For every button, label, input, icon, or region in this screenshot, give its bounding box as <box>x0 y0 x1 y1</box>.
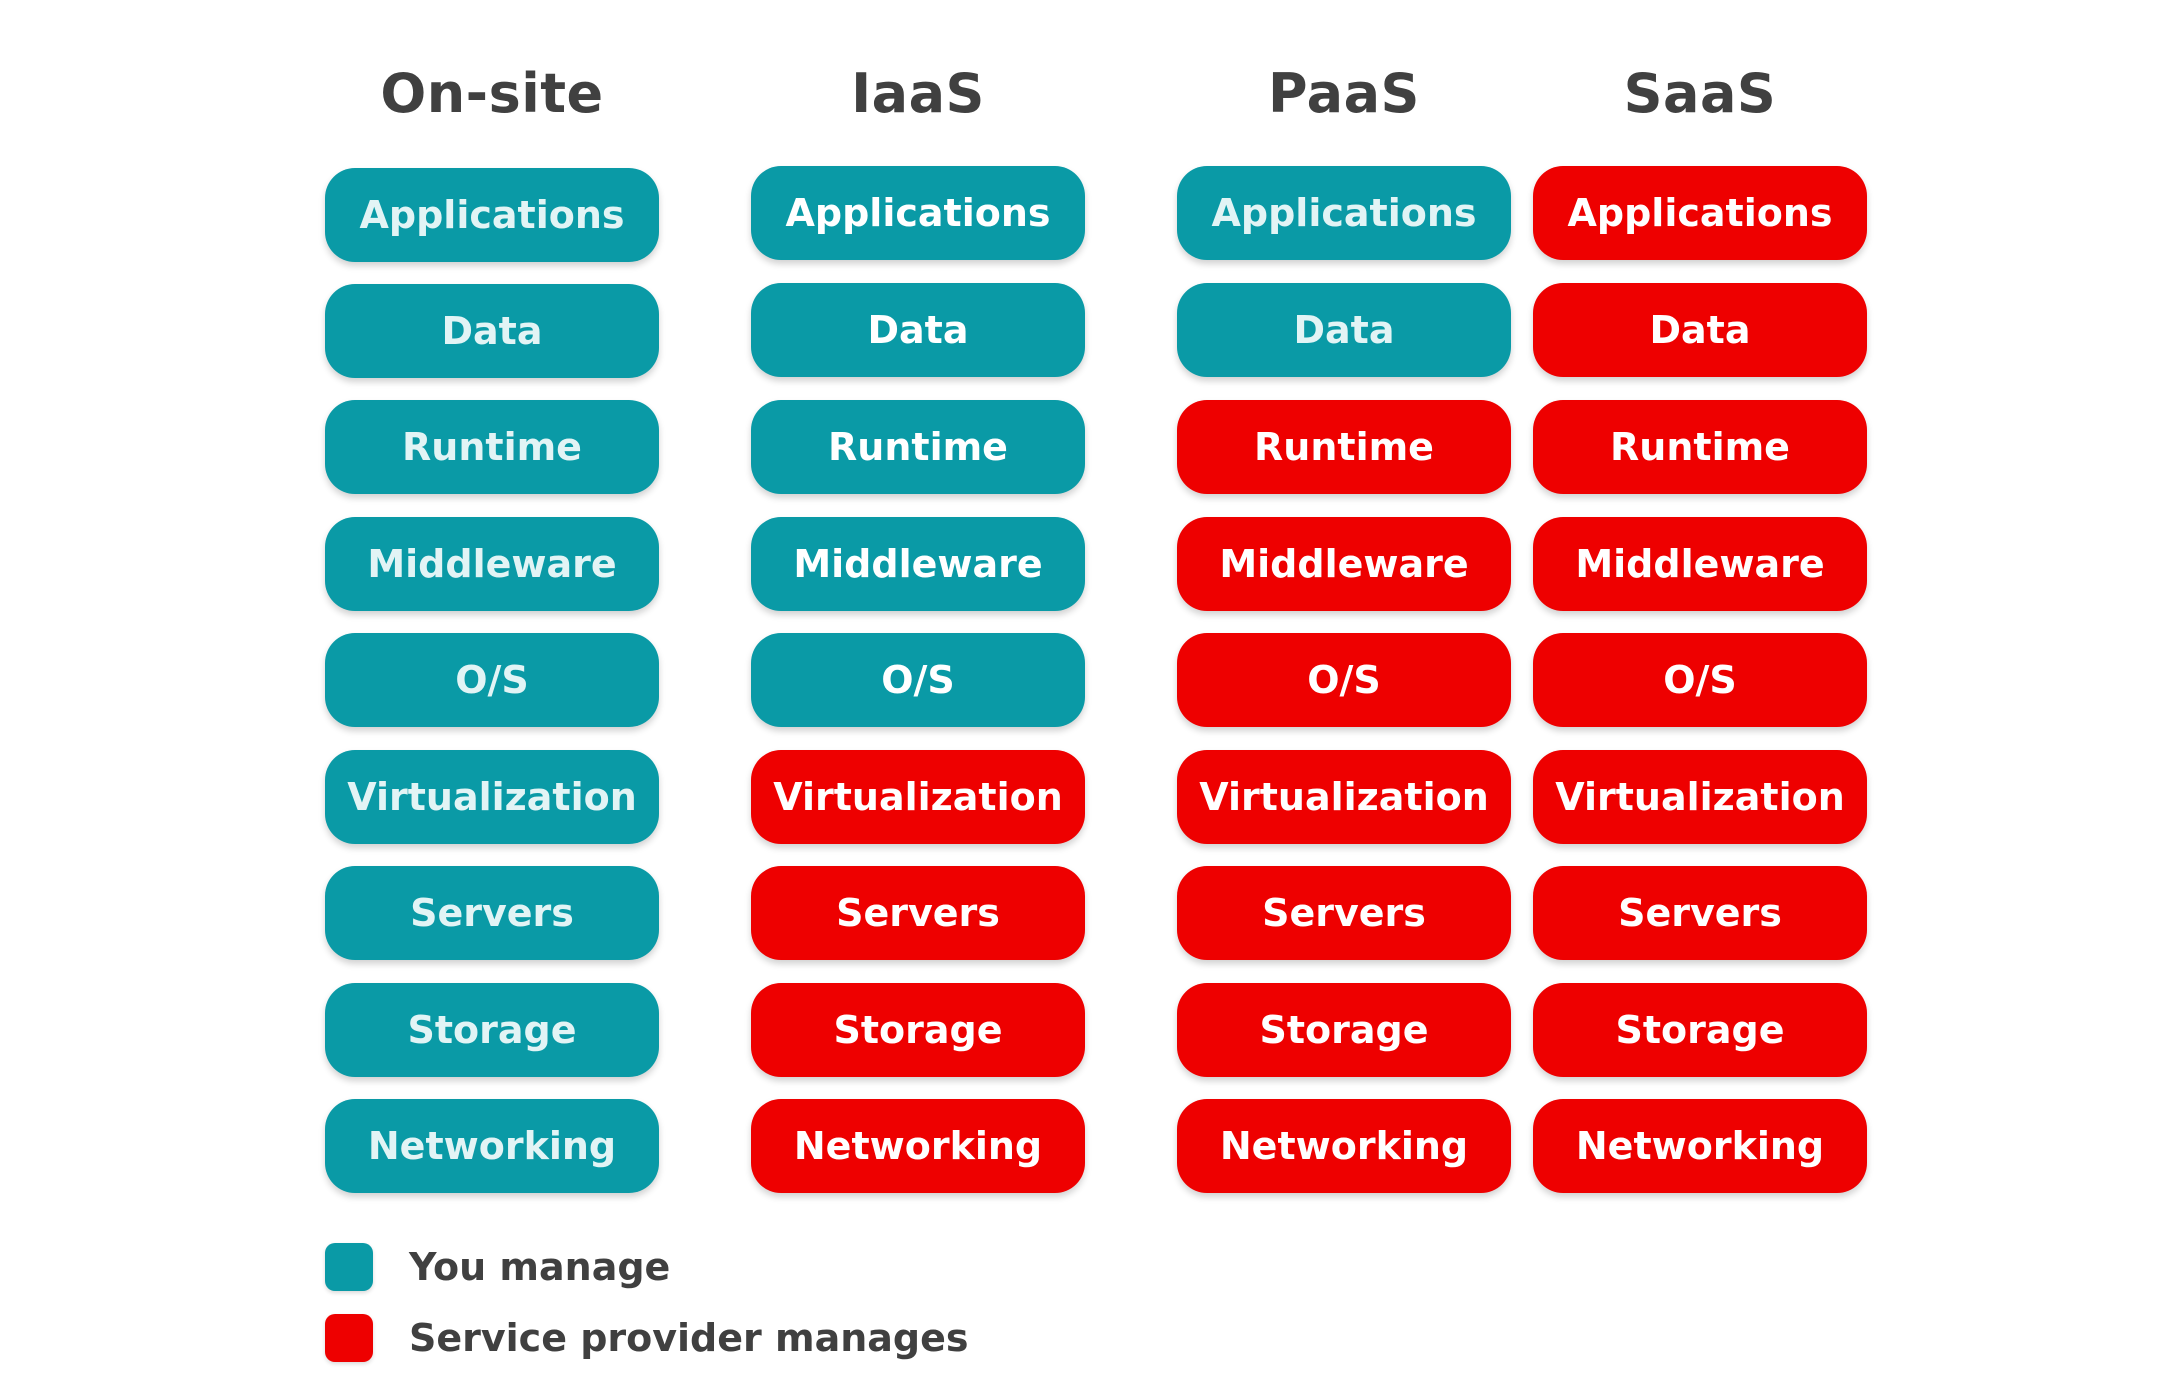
layer-servers: Servers <box>751 866 1085 960</box>
layer-middleware: Middleware <box>751 517 1085 611</box>
layer-virtualization: Virtualization <box>1533 750 1867 844</box>
layer-runtime: Runtime <box>751 400 1085 494</box>
layer-storage: Storage <box>325 983 659 1077</box>
layer-storage: Storage <box>1533 983 1867 1077</box>
layer-middleware: Middleware <box>1533 517 1867 611</box>
layer-applications: Applications <box>1177 166 1511 260</box>
layer-networking: Networking <box>325 1099 659 1193</box>
layer-applications: Applications <box>325 168 659 262</box>
column-title: On-site <box>380 62 604 125</box>
column-title: PaaS <box>1268 62 1420 125</box>
layer-storage: Storage <box>751 983 1085 1077</box>
layer-data: Data <box>1177 283 1511 377</box>
legend-you-manage: You manage <box>325 1242 670 1292</box>
legend-label: Service provider manages <box>409 1316 969 1360</box>
layer-middleware: Middleware <box>325 517 659 611</box>
layer-applications: Applications <box>1533 166 1867 260</box>
layer-os: O/S <box>751 633 1085 727</box>
legend-provider-manages: Service provider manages <box>325 1313 969 1363</box>
layer-virtualization: Virtualization <box>1177 750 1511 844</box>
layer-os: O/S <box>325 633 659 727</box>
layer-data: Data <box>751 283 1085 377</box>
layer-storage: Storage <box>1177 983 1511 1077</box>
layer-servers: Servers <box>325 866 659 960</box>
layer-servers: Servers <box>1177 866 1511 960</box>
layer-networking: Networking <box>1177 1099 1511 1193</box>
layer-data: Data <box>1533 283 1867 377</box>
layer-middleware: Middleware <box>1177 517 1511 611</box>
layer-data: Data <box>325 284 659 378</box>
layer-runtime: Runtime <box>1177 400 1511 494</box>
layer-networking: Networking <box>1533 1099 1867 1193</box>
legend-swatch-you <box>325 1243 373 1291</box>
layer-virtualization: Virtualization <box>325 750 659 844</box>
layer-runtime: Runtime <box>1533 400 1867 494</box>
layer-networking: Networking <box>751 1099 1085 1193</box>
layer-os: O/S <box>1177 633 1511 727</box>
column-title: IaaS <box>851 62 985 125</box>
layer-applications: Applications <box>751 166 1085 260</box>
legend-label: You manage <box>409 1245 671 1289</box>
layer-os: O/S <box>1533 633 1867 727</box>
layer-runtime: Runtime <box>325 400 659 494</box>
layer-virtualization: Virtualization <box>751 750 1085 844</box>
layer-servers: Servers <box>1533 866 1867 960</box>
column-title: SaaS <box>1623 62 1777 125</box>
legend-swatch-provider <box>325 1314 373 1362</box>
